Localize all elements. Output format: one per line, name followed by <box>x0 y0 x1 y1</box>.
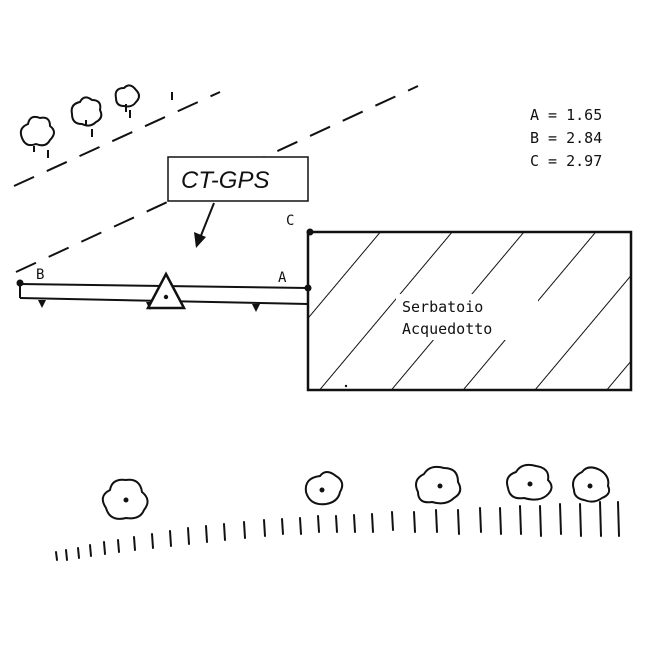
tank-label-backdrop <box>396 294 538 340</box>
tree-icon <box>506 463 553 501</box>
road-edge-upper <box>13 91 221 187</box>
legend-line-b: B = 2.84 <box>530 129 602 147</box>
ct-gps-callout: CT-GPS <box>167 156 309 248</box>
tree-icon <box>70 96 103 127</box>
point-c-label: C <box>286 213 294 229</box>
roadside-ticks <box>47 92 173 158</box>
fence-post-icon <box>55 501 620 561</box>
tree-icon <box>114 84 140 112</box>
tank-label-line2: Acquedotto <box>402 320 492 338</box>
tree-icon <box>572 466 611 503</box>
speck <box>344 384 348 388</box>
callout-label: CT-GPS <box>181 167 269 194</box>
water-tank: Serbatoio Acquedotto <box>306 230 633 392</box>
tree-icon <box>304 471 344 506</box>
tank-label-line1: Serbatoio <box>402 298 483 316</box>
legend-line-a: A = 1.65 <box>530 106 602 124</box>
legend-line-c: C = 2.97 <box>530 152 602 170</box>
point-a-label: A <box>278 270 287 286</box>
point-b-marker <box>16 279 24 287</box>
tree-icon <box>19 115 55 152</box>
tree-icon <box>101 478 149 520</box>
point-b-label: B <box>36 267 44 283</box>
tree-icon <box>415 465 462 505</box>
elevation-legend: A = 1.65 B = 2.84 C = 2.97 <box>530 106 602 170</box>
triangle-station-icon <box>145 271 187 310</box>
